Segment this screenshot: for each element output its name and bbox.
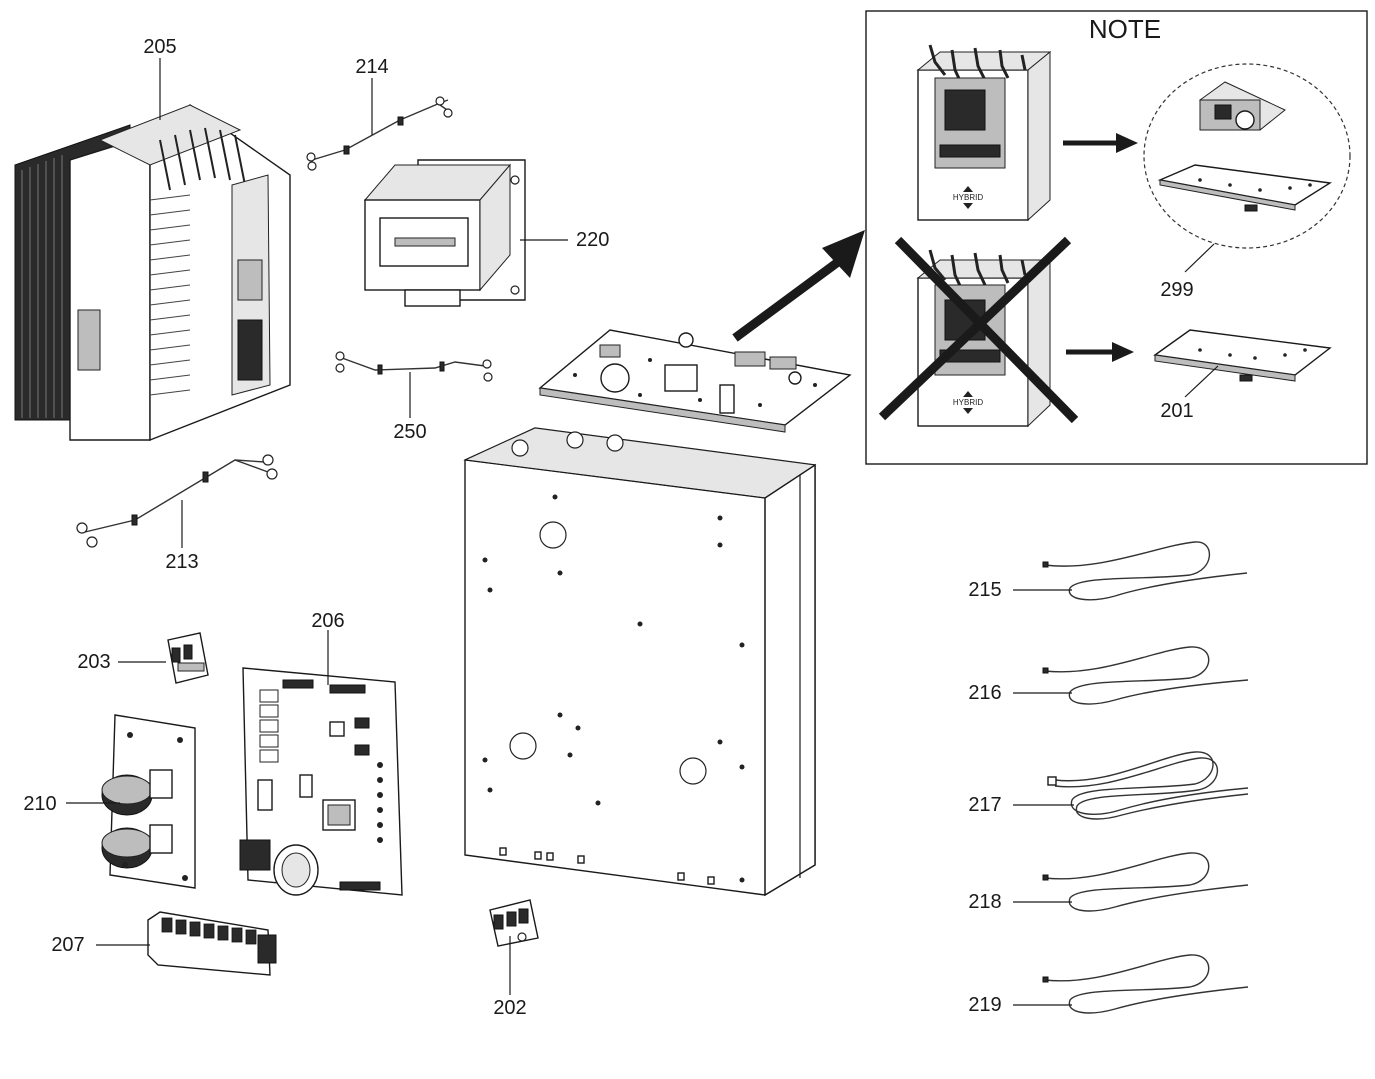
part-218-sensor-wire (1042, 852, 1249, 912)
label-219: 219 (968, 994, 1001, 1016)
label-203: 203 (77, 651, 110, 673)
label-205: 205 (143, 36, 176, 58)
part-299-board-kit (1143, 63, 1351, 249)
part-213-harness (76, 454, 278, 548)
part-216-sensor-wire (1042, 646, 1249, 705)
part-207-terminal-strip (147, 911, 277, 976)
note-arrow-top (1063, 133, 1138, 153)
part-250-harness (335, 351, 493, 382)
cross-out-mark (878, 236, 1079, 424)
label-202: 202 (493, 997, 526, 1019)
label-213: 213 (165, 551, 198, 573)
label-220: 220 (576, 229, 609, 251)
part-219-sensor-wire (1042, 954, 1249, 1014)
label-299: 299 (1160, 279, 1193, 301)
label-216: 216 (968, 682, 1001, 704)
part-215-sensor-wire (1042, 541, 1248, 601)
part-214-harness (306, 96, 453, 171)
part-210-transformers (101, 714, 196, 889)
label-207: 207 (51, 934, 84, 956)
label-215: 215 (968, 579, 1001, 601)
part-202-terminal (489, 899, 539, 947)
note-panel: NOTE HYBRID (865, 10, 1368, 465)
hybrid-label-bottom: HYBRID (953, 398, 983, 407)
leader-299 (1184, 243, 1215, 273)
main-circuit-board (538, 329, 852, 433)
part-206-control-board (239, 667, 403, 896)
label-201: 201 (1160, 400, 1193, 422)
label-210: 210 (23, 793, 56, 815)
label-218: 218 (968, 891, 1001, 913)
label-250: 250 (393, 421, 426, 443)
label-214: 214 (355, 56, 388, 78)
part-217-sensor-wire (1047, 751, 1249, 820)
part-203-terminal (167, 632, 209, 684)
hybrid-module-top: HYBRID (916, 44, 1052, 222)
label-217: 217 (968, 794, 1001, 816)
hybrid-label-top: HYBRID (953, 193, 983, 202)
arrow-to-note (732, 230, 865, 342)
part-205-drive (14, 104, 291, 442)
label-206: 206 (311, 610, 344, 632)
note-title: NOTE (1089, 14, 1161, 44)
part-201-board (1153, 329, 1332, 382)
leader-201 (1184, 365, 1219, 398)
part-220-transformer (363, 159, 526, 307)
enclosure-panel (463, 427, 817, 897)
note-arrow-bottom (1066, 342, 1134, 362)
